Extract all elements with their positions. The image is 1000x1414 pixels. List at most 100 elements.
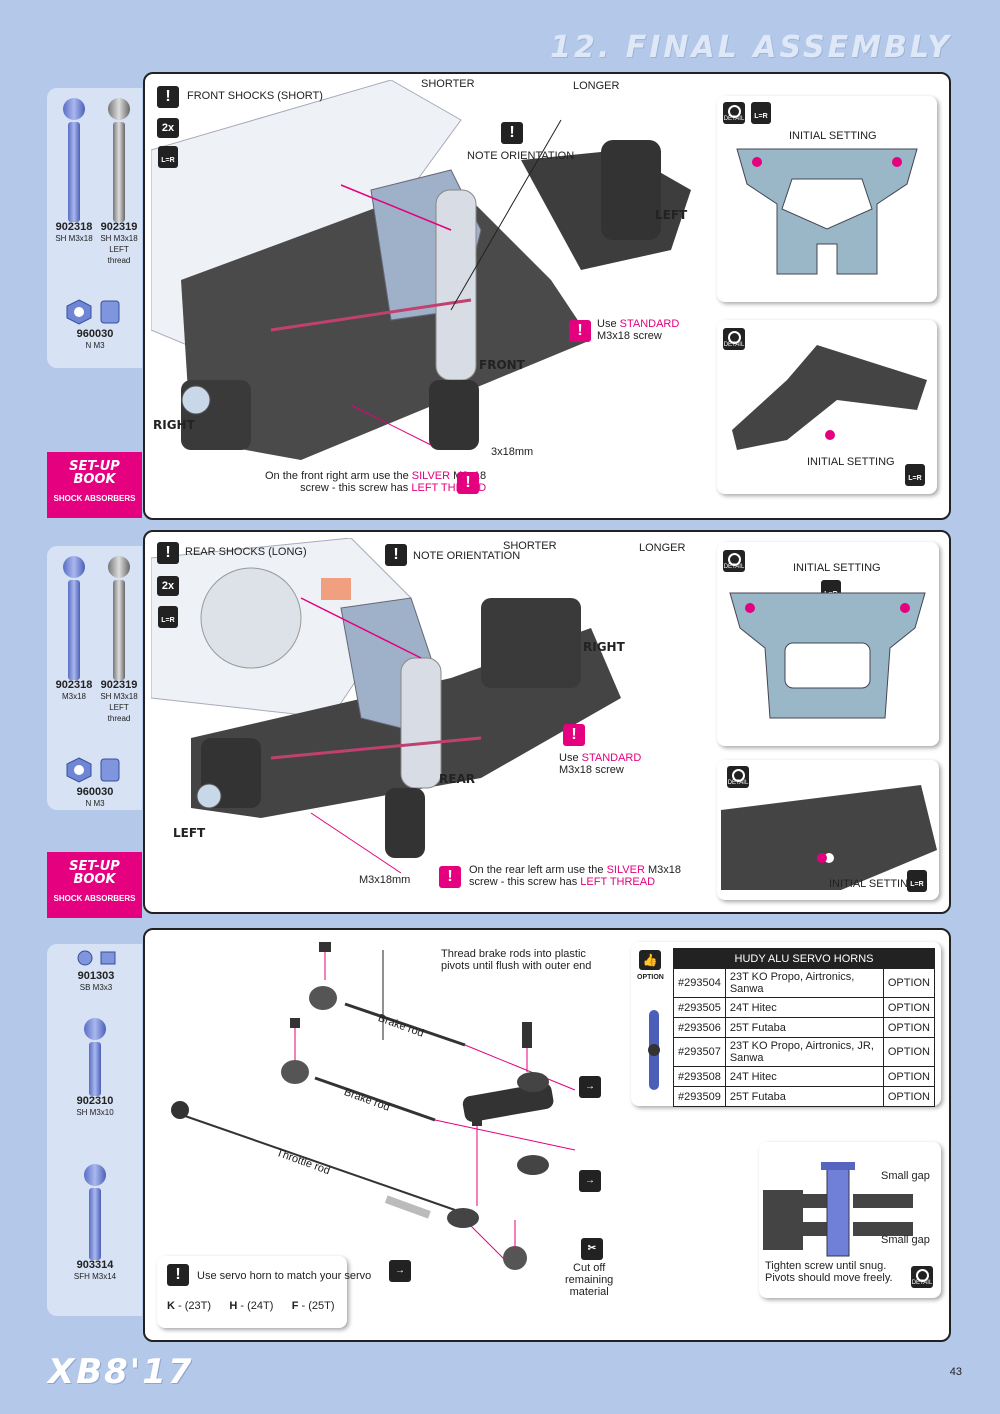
part-902318: 902318 SH M3x18 (54, 98, 94, 244)
small-gap-label-1: Small gap (881, 1170, 930, 1182)
initial-setting-label: INITIAL SETTING (793, 562, 881, 574)
rear-arm-icon (721, 785, 937, 890)
rear-chassis-illustration (151, 538, 621, 874)
linkage-illustration (171, 942, 576, 1270)
part-902319: 902319 SH M3x18 LEFT thread (98, 556, 140, 724)
detail-icon: DETAIL (911, 1266, 933, 1288)
initial-setting-label: INITIAL SETTING (829, 878, 917, 890)
warning-icon: ! (501, 122, 523, 144)
quantity-badge: 2x (157, 576, 179, 596)
rear-direction-label: REAR (439, 772, 475, 786)
setup-book-badge-2[interactable]: SET-UP BOOK SHOCK ABSORBERS (47, 852, 142, 918)
warning-icon: ! (167, 1264, 189, 1286)
initial-setting-label: INITIAL SETTING (789, 130, 877, 142)
tighten-note: Tighten screw until snug.Pivots should m… (765, 1260, 893, 1284)
quantity-badge: 2x (157, 118, 179, 138)
longer-label: LONGER (639, 542, 686, 554)
left-thread-warning: On the rear left arm use the SILVER M3x1… (469, 864, 681, 888)
warning-icon: ! (439, 866, 461, 888)
screwdriver-icon: → (389, 1260, 411, 1282)
screw-head-icon (108, 556, 130, 578)
part-902310: 902310 SH M3x10 (72, 1018, 118, 1118)
nut-icon (66, 299, 120, 325)
detail-icon: DETAIL (723, 328, 745, 350)
front-arm-detail: DETAIL INITIAL SETTING L=R (717, 320, 937, 494)
thumbs-up-icon: 👍 (639, 950, 661, 970)
front-arm-icon (732, 345, 927, 450)
warning-icon: ! (563, 724, 585, 746)
servo-codes: K - (23T) H - (24T) F - (25T) (167, 1300, 335, 1312)
right-direction-label: RIGHT (153, 418, 195, 432)
parts-sidebar-2 (47, 546, 142, 810)
servo-horn-note: ! Use servo horn to match your servo K -… (157, 1256, 371, 1328)
set-screw-icon (77, 950, 116, 966)
front-direction-label: FRONT (479, 358, 525, 372)
rear-shock-tower-detail: DETAIL INITIAL SETTING L=R (717, 542, 939, 746)
warning-icon: ! (569, 320, 591, 342)
shorter-label: SHORTER (421, 78, 475, 90)
screwdriver-icon: → (579, 1170, 601, 1192)
shock-tower-icon (729, 592, 926, 719)
servo-horn-icon (648, 1010, 660, 1090)
left-right-icon: L=R (905, 464, 925, 486)
warning-icon: ! (157, 542, 179, 564)
left-right-icon: L=R (158, 606, 178, 628)
right-direction-label: RIGHT (583, 640, 625, 654)
note-orientation-label: NOTE ORIENTATION (413, 550, 521, 562)
brand-logo: XB8'17 (48, 1352, 194, 1392)
setup-book-badge-1[interactable]: SET-UP BOOK SHOCK ABSORBERS (47, 452, 142, 518)
detail-icon: DETAIL (723, 550, 745, 572)
initial-setting-label: INITIAL SETTING (807, 456, 895, 468)
screw-size-label: 3x18mm (491, 446, 534, 458)
left-thread-warning: On the front right arm use the SILVER M3… (265, 470, 487, 494)
cutter-icon: ✂ (581, 1238, 603, 1260)
part-901303: 901303 SB M3x3 (60, 948, 132, 993)
parts-sidebar-1 (47, 88, 142, 368)
page-title: 12. FINAL ASSEMBLY (550, 30, 952, 65)
page-number: 43 (949, 1366, 962, 1378)
left-right-icon: L=R (907, 870, 927, 892)
left-right-icon: L=R (158, 146, 178, 168)
rear-shocks-panel: ! REAR SHOCKS (LONG) 2x L=R ! NOTE ORIEN… (143, 530, 951, 914)
part-960030: 960030 N M3 (60, 756, 130, 809)
warning-icon: ! (385, 544, 407, 566)
front-chassis-illustration (151, 80, 691, 460)
screw-head-icon (84, 1018, 106, 1040)
front-shock-tower-detail: DETAIL L=R INITIAL SETTING (717, 96, 937, 302)
left-direction-label: LEFT (173, 826, 206, 840)
front-shocks-panel: ! FRONT SHOCKS (SHORT) 2x L=R SHORTER LO… (143, 72, 951, 520)
screw-shank-icon (113, 580, 125, 680)
detail-icon: DETAIL (723, 102, 745, 124)
table-title: HUDY ALU SERVO HORNS (673, 948, 935, 969)
left-direction-label: LEFT (655, 208, 688, 222)
part-960030: 960030 N M3 (60, 298, 130, 351)
option-label: OPTION (637, 974, 664, 981)
shock-tower-icon (736, 148, 918, 275)
pivot-section-icon (763, 1162, 913, 1257)
warning-icon: ! (157, 86, 179, 108)
nut-icon (66, 757, 120, 783)
longer-label: LONGER (573, 80, 620, 92)
section-heading: REAR SHOCKS (LONG) (185, 546, 307, 558)
warning-icon: ! (457, 472, 479, 494)
shorter-label: SHORTER (503, 540, 557, 552)
part-902319: 902319 SH M3x18 LEFT thread (98, 98, 140, 266)
part-903314: 903314 SFH M3x14 (72, 1164, 118, 1282)
screw-head-icon (63, 98, 85, 120)
rear-arm-detail: DETAIL INITIAL SETTING L=R (717, 760, 939, 900)
left-right-icon: L=R (751, 102, 771, 124)
screw-head-icon (108, 98, 130, 120)
screw-head-icon (63, 556, 85, 578)
screw-shank-icon (89, 1188, 101, 1260)
